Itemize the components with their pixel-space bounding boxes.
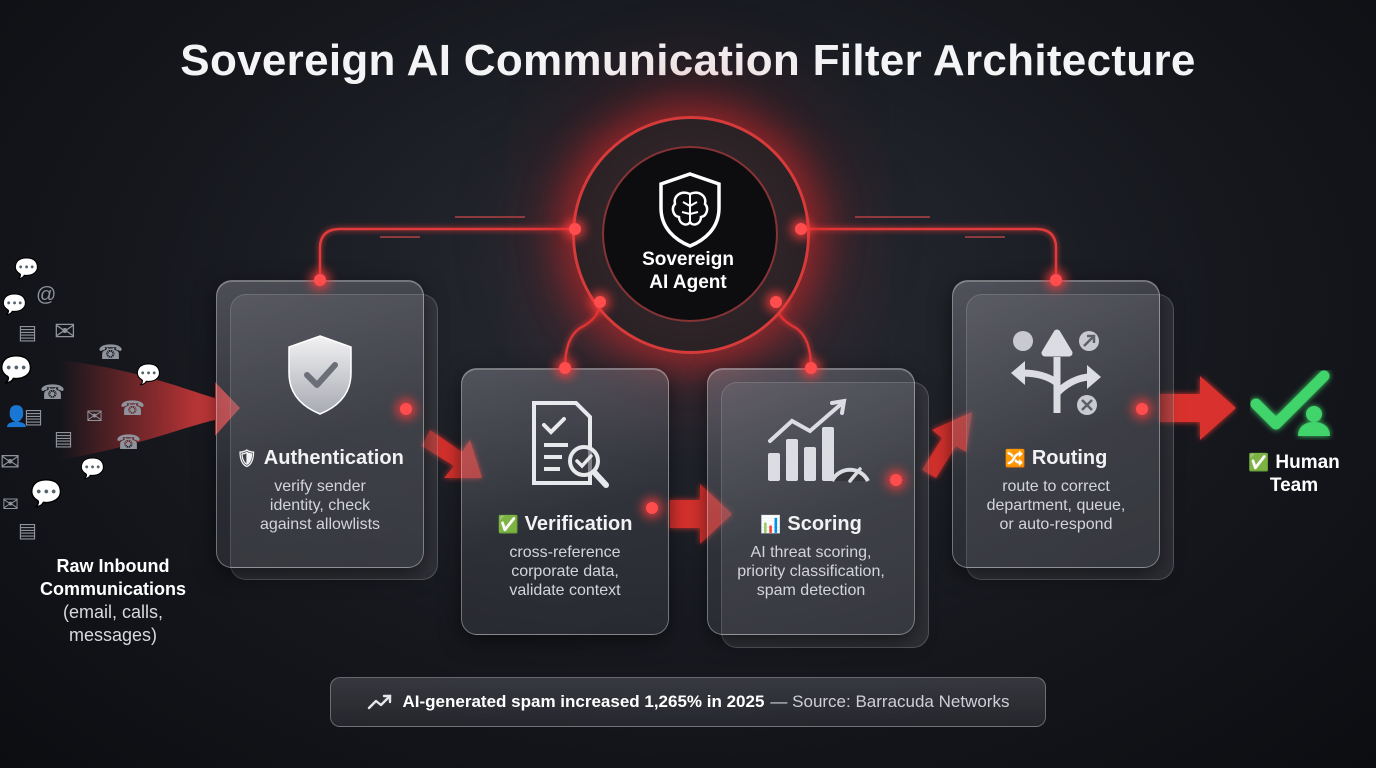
shield-check-icon	[288, 335, 352, 415]
user-icon: 👤	[4, 406, 29, 428]
junction-dot	[594, 296, 606, 308]
chat-bubble-icon: 💬	[2, 294, 27, 316]
phone-icon: ☎	[40, 382, 65, 404]
document-icon: ▤	[18, 322, 37, 344]
junction-dot	[559, 362, 571, 374]
document-search-icon	[532, 401, 609, 488]
junction-dot	[795, 223, 807, 235]
footer-stat-text: AI-generated spam increased 1,265% in 20…	[402, 692, 765, 711]
junction-dot	[1050, 274, 1062, 286]
document-icon: ▤	[54, 428, 73, 450]
check-person-icon	[1250, 370, 1330, 436]
inbound-title-line1: Raw Inbound	[56, 556, 170, 576]
stage-card-authentication: 🛡Authentication verify sender identity, …	[216, 280, 424, 568]
chat-bubble-icon: 💬	[14, 258, 39, 280]
page-title: Sovereign AI Communication Filter Archit…	[180, 36, 1196, 85]
envelope-icon: ✉	[86, 406, 103, 428]
inbound-detail-line2: messages)	[68, 625, 158, 645]
verification-title: ✅Verification	[497, 513, 633, 535]
envelope-icon: ✉	[2, 494, 19, 516]
junction-dot	[805, 362, 817, 374]
verification-desc: cross-reference corporate data, validate…	[509, 544, 621, 599]
authentication-title: 🛡Authentication	[236, 447, 404, 469]
footer-stat-banner: AI-generated spam increased 1,265% in 20…	[330, 677, 1046, 727]
agent-label-line2: AI Agent	[649, 272, 727, 293]
chat-bubble-icon: 💬	[136, 364, 161, 386]
signal-dashes	[380, 216, 1005, 238]
agent-label-line1: Sovereign	[642, 249, 734, 270]
envelope-icon: ✉	[54, 316, 76, 346]
chat-bubble-icon: 💬	[80, 458, 105, 480]
routing-card-shadow	[966, 294, 1174, 580]
route-arrows-icon	[1011, 329, 1101, 415]
junction-dot	[1136, 403, 1148, 415]
human-team-label: ✅Human Team	[1248, 452, 1340, 496]
agent-label: Sovereign AI Agent	[602, 248, 774, 294]
phone-icon: ☎	[116, 432, 141, 454]
junction-dot	[646, 502, 658, 514]
flow-arrows	[422, 376, 1236, 544]
inbound-title-line2: Communications	[39, 579, 186, 599]
routing-desc: route to correct department, queue, or a…	[986, 478, 1126, 533]
document-icon: ▤	[24, 406, 43, 428]
scoring-card-shadow	[721, 382, 929, 648]
inbound-label: Raw Inbound Communications (email, calls…	[18, 555, 208, 647]
shield-brain-icon	[659, 172, 721, 248]
chat-bubble-icon: 💬	[30, 478, 63, 508]
authentication-desc: verify sender identity, check against al…	[259, 478, 381, 533]
inbound-detail-line1: (email, calls,	[62, 602, 164, 622]
stage-card-scoring: 📊Scoring AI threat scoring, priority cla…	[707, 368, 915, 635]
shuffle-glyph-icon: 🔀	[1004, 449, 1026, 468]
junction-dot	[400, 403, 412, 415]
check-glyph-icon: ✅	[497, 515, 519, 534]
at-mail-icon: @	[36, 284, 57, 306]
shield-glyph-icon: 🛡	[236, 449, 258, 468]
junction-dot	[770, 296, 782, 308]
inbound-stream-arrow	[60, 360, 240, 460]
scoring-desc: AI threat scoring, priority classificati…	[737, 544, 885, 599]
chat-bubble-icon: 💬	[0, 354, 33, 384]
bar-chart-glyph-icon: 📊	[760, 515, 782, 534]
junction-dot	[314, 274, 326, 286]
trend-up-icon	[367, 694, 391, 710]
envelope-icon: ✉	[0, 449, 21, 476]
stage-card-routing: 🔀Routing route to correct department, qu…	[952, 280, 1160, 568]
footer-source-text: — Source: Barracuda Networks	[770, 692, 1010, 711]
junction-dot	[890, 474, 902, 486]
chart-gauge-icon	[768, 398, 870, 483]
agent-core	[602, 146, 778, 322]
check-glyph-icon: ✅	[1248, 453, 1270, 472]
routing-title: 🔀Routing	[1004, 447, 1108, 469]
stage-card-verification: ✅Verification cross-reference corporate …	[461, 368, 669, 635]
phone-icon: ☎	[120, 398, 145, 420]
scoring-title: 📊Scoring	[760, 513, 862, 535]
document-icon: ▤	[18, 520, 37, 542]
phone-icon: ☎	[98, 342, 123, 364]
junction-dot	[569, 223, 581, 235]
